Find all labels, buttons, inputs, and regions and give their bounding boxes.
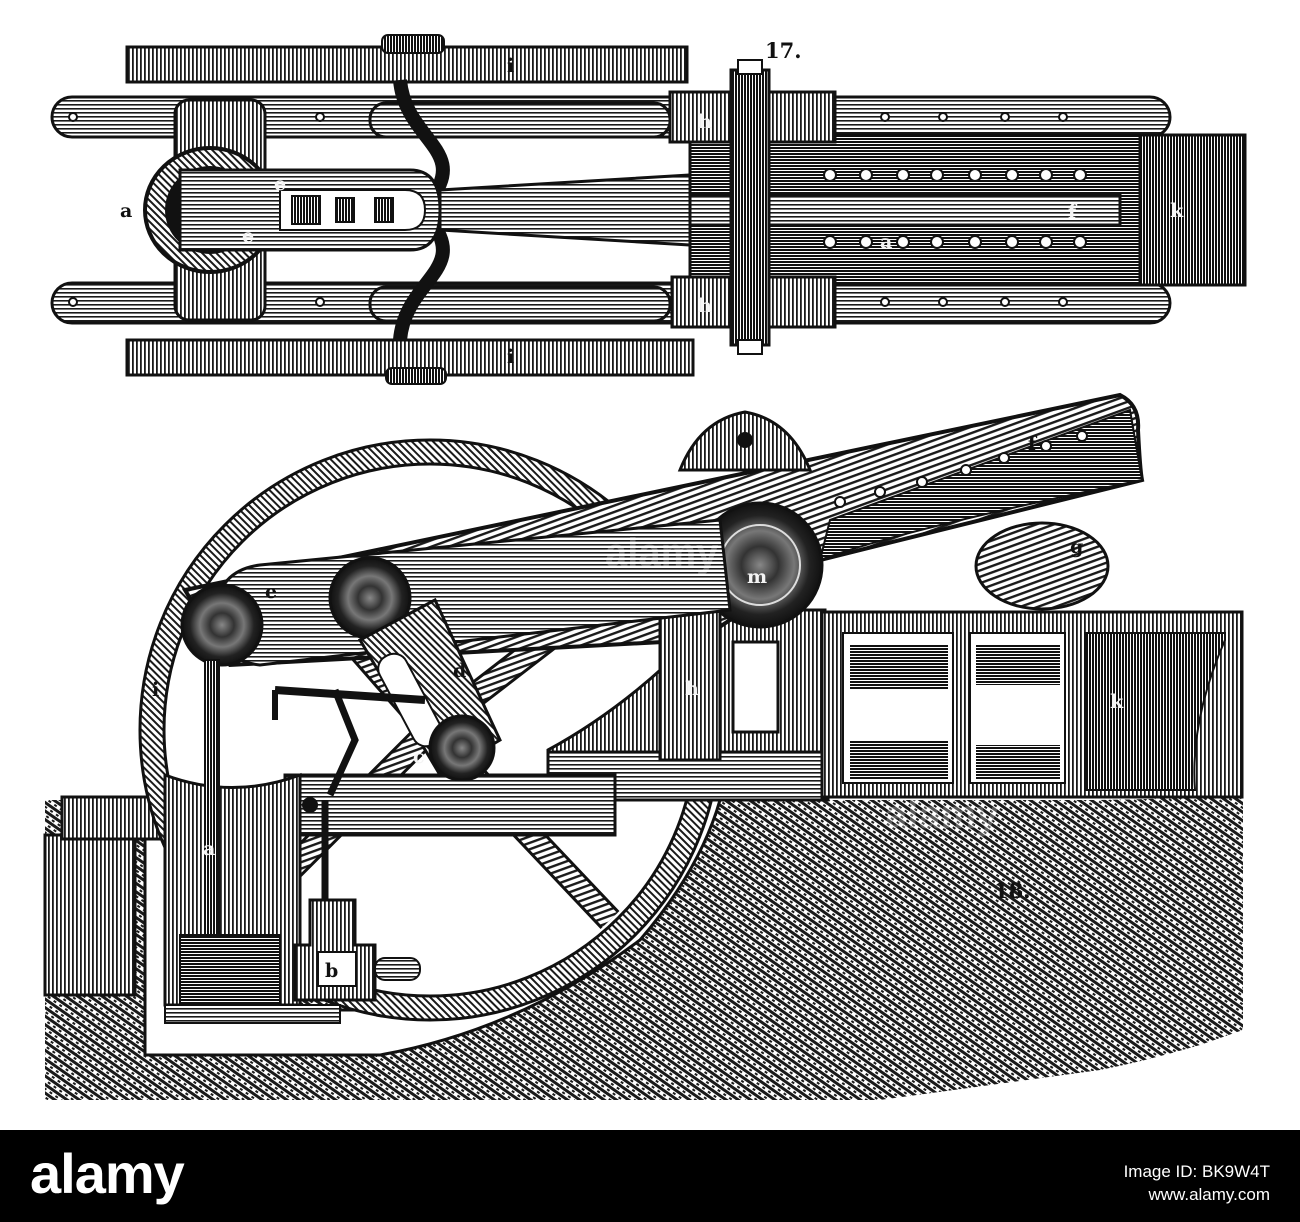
elev-label-e: e xyxy=(265,581,277,603)
elev-label-i: i xyxy=(152,679,159,701)
plan-view: 17. a a e e h h i i f k xyxy=(50,34,1247,385)
watermark: alamy xyxy=(1145,409,1259,453)
plan-label-a-left: a xyxy=(120,200,132,222)
elevation-view: 18. e m g d h k i f c a b xyxy=(43,392,1244,1100)
fig-18-label: 18. xyxy=(994,878,1031,903)
valve-chest-b xyxy=(293,898,421,1002)
watermark: alamy xyxy=(885,793,999,837)
alamy-logo: alamy xyxy=(30,1142,185,1205)
jaw-block xyxy=(1138,133,1247,287)
fig-17-label: 17. xyxy=(765,38,802,63)
plan-label-a-plate: a xyxy=(880,231,892,253)
elev-label-d: d xyxy=(453,660,466,682)
crank-link-bottom xyxy=(368,285,672,323)
footer-url: www.alamy.com xyxy=(1148,1185,1270,1204)
elev-label-a: a xyxy=(203,838,215,860)
stone-g xyxy=(974,521,1110,611)
valve-bellcrank xyxy=(326,688,359,797)
crank-curve-top xyxy=(393,79,450,205)
plan-label-i-top: i xyxy=(507,55,514,77)
elev-label-m: m xyxy=(747,566,767,588)
elev-label-k: k xyxy=(1110,691,1124,713)
crank-link-top xyxy=(368,101,672,139)
crank-curve-bottom xyxy=(393,215,450,341)
elev-label-f: f xyxy=(1028,433,1038,455)
plan-label-f: f xyxy=(1068,201,1078,223)
plan-label-k: k xyxy=(1170,200,1184,222)
main-shaft-plan xyxy=(729,68,771,347)
plan-label-e-top: e xyxy=(274,173,286,195)
elev-label-h: h xyxy=(685,678,699,700)
shaft-nut-top xyxy=(737,59,763,75)
plan-label-i-bottom: i xyxy=(507,346,514,368)
plan-label-h-top: h xyxy=(698,111,712,133)
elev-label-c: c xyxy=(413,746,425,768)
watermark-group: alamy alamy alamy xyxy=(605,409,1259,837)
pivot-bolt xyxy=(737,432,753,448)
jaw-box xyxy=(820,610,1244,799)
fork-block-2 xyxy=(335,197,355,223)
shaft-nut-bottom xyxy=(737,339,763,355)
fork-block-3 xyxy=(374,197,394,223)
plan-label-e-bottom: e xyxy=(242,225,254,247)
crank-hub-c xyxy=(428,714,496,782)
taper-to-lever xyxy=(438,173,692,247)
hub-bottom xyxy=(385,367,447,385)
bolt-rows xyxy=(68,112,1087,307)
pin-left xyxy=(180,583,264,667)
bed-to-cylinder-beam xyxy=(283,773,617,837)
left-base-block xyxy=(43,833,137,997)
valve-lever xyxy=(274,686,426,704)
cylinder-a xyxy=(163,659,341,1024)
watermark: alamy xyxy=(605,531,719,575)
frame-window xyxy=(731,640,780,734)
engraving-illustration: 17. a a e e h h i i f k xyxy=(43,34,1259,1100)
valve-pivot xyxy=(302,797,318,813)
hub-top xyxy=(381,34,445,54)
plan-label-h-bottom: h xyxy=(698,295,712,317)
elev-label-g: g xyxy=(1070,536,1083,558)
fork-block-1 xyxy=(291,195,321,225)
image-id: Image ID: BK9W4T xyxy=(1123,1162,1270,1181)
stock-footer-bar: alamy Image ID: BK9W4T www.alamy.com xyxy=(0,1130,1300,1222)
elev-label-b: b xyxy=(325,960,338,982)
